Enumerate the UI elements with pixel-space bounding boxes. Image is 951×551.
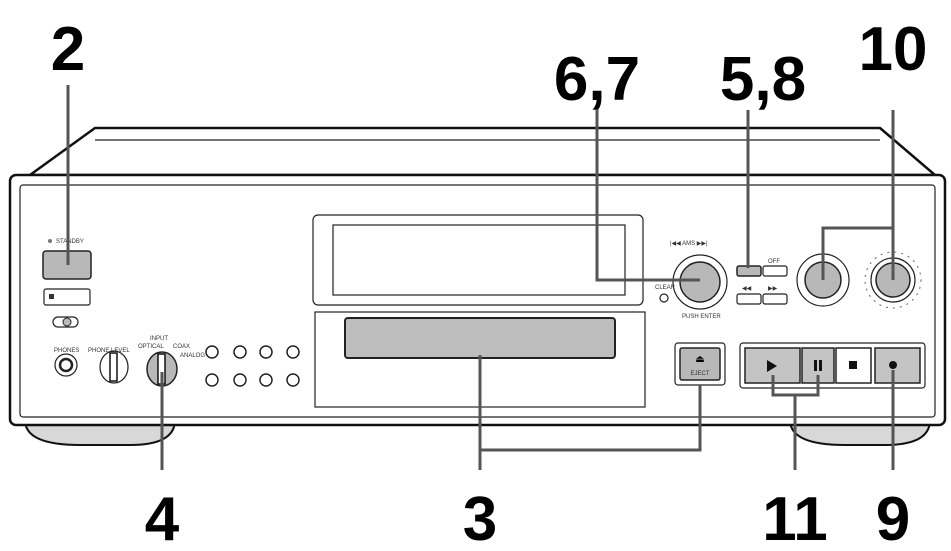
function-button[interactable] — [205, 373, 219, 387]
function-buttons — [205, 345, 300, 387]
optical-label: OPTICAL — [138, 344, 164, 350]
eject-label: EJECT — [690, 371, 709, 377]
disc-slot[interactable] — [344, 317, 616, 359]
function-button[interactable] — [233, 373, 247, 387]
ams-dial-ring — [672, 254, 728, 310]
leader-lines — [66, 85, 895, 470]
phones-label: PHONES — [54, 348, 79, 354]
ams-dial[interactable] — [679, 261, 721, 303]
fast-forward-button[interactable] — [762, 293, 788, 305]
display-frame — [312, 214, 644, 306]
rewind-button[interactable] — [736, 293, 762, 305]
eject-icon: ⏏ — [695, 354, 704, 365]
push-enter-label: PUSH ENTER — [682, 314, 721, 320]
function-button[interactable] — [286, 345, 300, 359]
level-button-2[interactable] — [762, 265, 788, 277]
pause-icon — [814, 360, 822, 371]
phones-jack[interactable] — [54, 353, 78, 377]
eject-button[interactable] — [679, 347, 721, 381]
clear-button[interactable] — [659, 293, 669, 303]
function-button[interactable] — [233, 345, 247, 359]
display-window-small — [43, 288, 91, 306]
callout-rec-level: 10 — [859, 15, 928, 84]
ams-label: |◀◀ AMS ▶▶| — [670, 241, 708, 247]
phone-level-label: PHONE LEVEL — [88, 348, 130, 354]
rec-icon — [889, 361, 897, 369]
timer-switch[interactable] — [52, 316, 79, 328]
callout-play-pause: 11 — [762, 485, 828, 551]
callout-input-selector: 4 — [145, 485, 180, 551]
display — [332, 224, 626, 296]
standby-label: STANDBY — [56, 239, 84, 245]
rec-level-scale — [864, 251, 922, 309]
function-button[interactable] — [259, 373, 273, 387]
off-label: OFF — [768, 259, 780, 265]
callout-standby: 2 — [51, 15, 85, 84]
fast-forward-label: ▶▶ — [768, 286, 778, 292]
function-button[interactable] — [259, 345, 273, 359]
standby-led — [48, 239, 52, 243]
callout-disc-slot: 3 — [463, 485, 497, 551]
callout-rec: 9 — [876, 485, 910, 551]
rewind-label: ◀◀ — [742, 286, 752, 292]
callout-level-buttons: 5,8 — [720, 45, 806, 114]
analog-label: ANALOG — [180, 353, 205, 359]
play-icon — [767, 360, 777, 372]
function-button[interactable] — [205, 345, 219, 359]
rec-button[interactable] — [874, 347, 921, 384]
callout-ams-dial: 6,7 — [554, 45, 640, 114]
stop-icon — [849, 361, 857, 369]
transport-panel — [739, 342, 926, 389]
phone-level-knob[interactable] — [99, 350, 129, 384]
clear-label: CLEAR — [655, 285, 676, 291]
input-label: INPUT — [150, 336, 168, 342]
coax-label: COAX — [173, 344, 190, 350]
function-button[interactable] — [286, 373, 300, 387]
top-panel — [26, 126, 939, 177]
